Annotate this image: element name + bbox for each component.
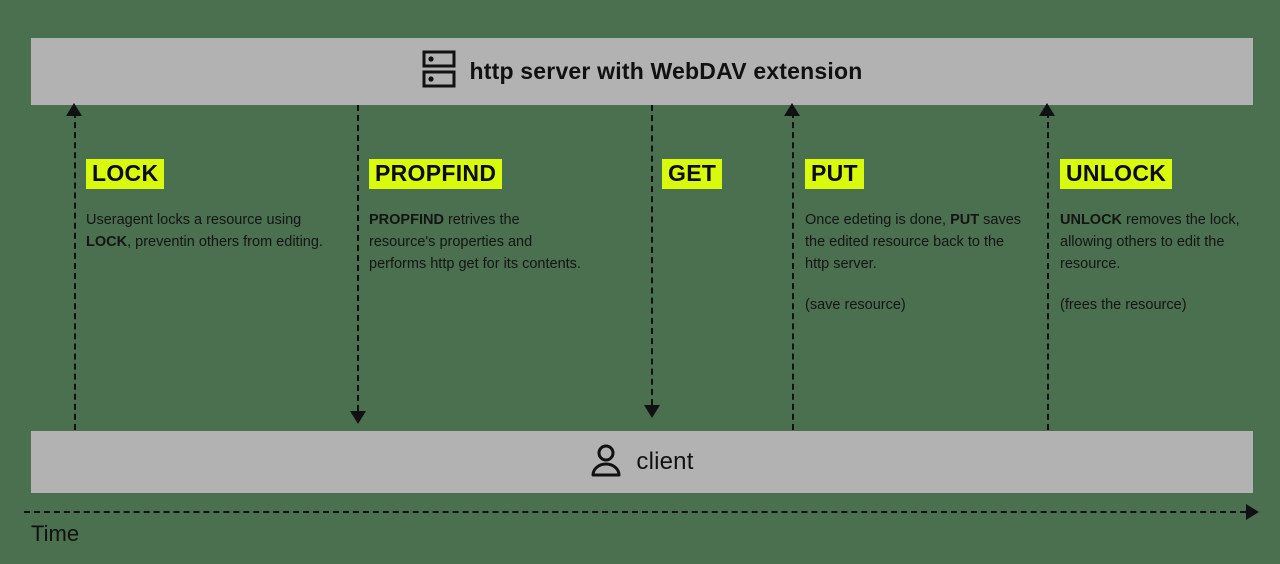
verb-badge-lock: LOCK [86,159,165,189]
client-lane-label: client [636,448,694,475]
description-propfind: PROPFIND retrives the resource's propert… [369,211,581,272]
message-column-get: GET [662,159,772,189]
message-column-unlock: UNLOCK UNLOCK removes the lock, allowing… [1060,159,1250,317]
unlock-message-line [1047,112,1049,430]
description-put: Once edeting is done, PUT saves the edit… [805,211,1022,272]
message-column-lock: LOCK Useragent locks a resource using LO… [86,159,331,253]
verb-badge-propfind: PROPFIND [369,159,503,189]
verb-badge-unlock: UNLOCK [1060,159,1173,189]
message-column-propfind: PROPFIND PROPFIND retrives the resource'… [369,159,584,275]
note-unlock: (frees the resource) [1060,296,1187,313]
put-message-line [792,112,794,430]
server-lane-label: http server with WebDAV extension [469,58,863,84]
get-arrowhead-down [644,405,660,418]
verb-badge-put: PUT [805,159,864,189]
arrow-right-icon [1246,504,1259,520]
lock-message-line [74,112,76,430]
propfind-message-line [357,105,359,411]
verb-badge-get: GET [662,159,723,189]
description-unlock: UNLOCK removes the lock, allowing others… [1060,211,1240,272]
time-axis-line [24,511,1246,513]
message-column-put: PUT Once edeting is done, PUT saves the … [805,159,1027,317]
server-lifeline-bar: http server with WebDAV extension [31,38,1253,105]
client-lifeline-bar: client [31,431,1253,493]
unlock-arrowhead-up [1039,103,1055,116]
put-arrowhead-up [784,103,800,116]
propfind-arrowhead-down [350,411,366,424]
description-lock: Useragent locks a resource using LOCK, p… [86,211,323,250]
lock-arrowhead-up [66,103,82,116]
server-icon [422,50,456,93]
note-put: (save resource) [805,296,906,313]
get-message-line [651,105,653,405]
time-axis-label: Time [31,521,80,546]
user-icon [590,443,622,482]
